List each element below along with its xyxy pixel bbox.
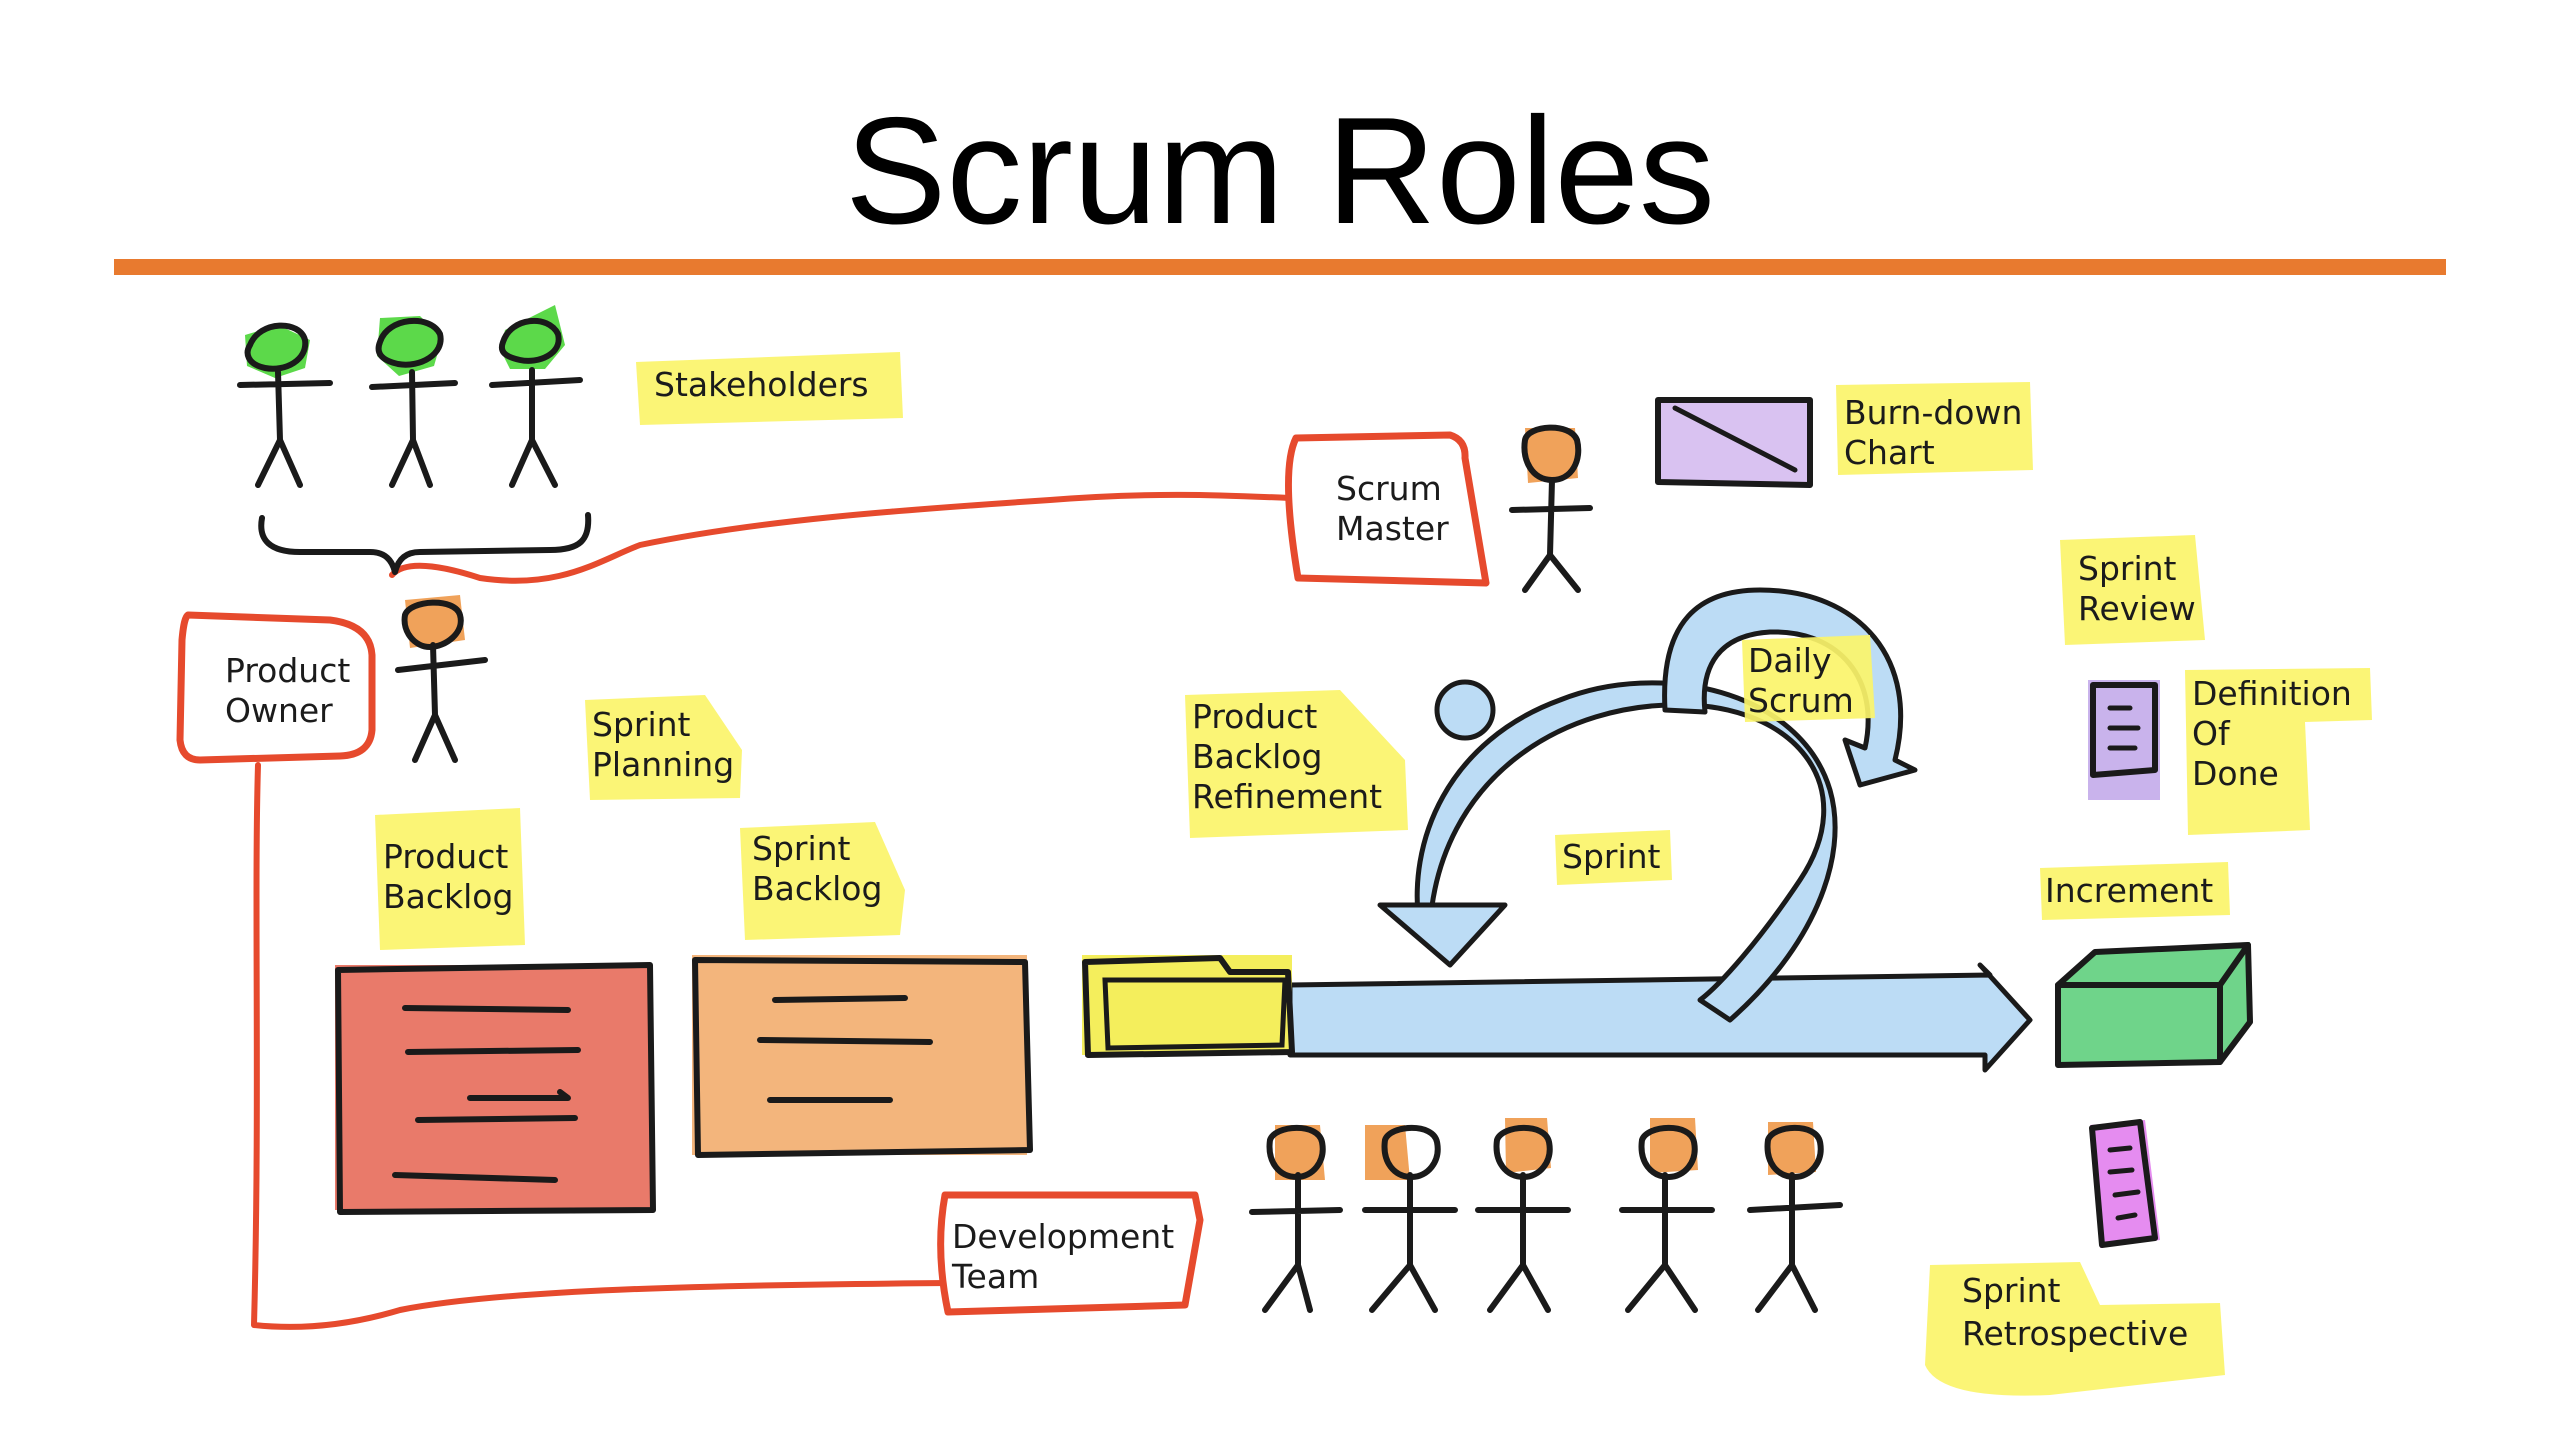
svg-text:Product: Product: [1192, 697, 1317, 736]
label-sprint: Sprint: [1555, 830, 1672, 885]
definition-of-done-icon: [2088, 680, 2160, 800]
page-title: Scrum Roles: [845, 86, 1715, 256]
svg-text:Product: Product: [383, 837, 508, 876]
stakeholders-brace: [258, 512, 592, 575]
product-owner-role: Product Owner: [176, 611, 376, 764]
team-member-figure: [1362, 1124, 1458, 1313]
svg-text:Review: Review: [2078, 589, 2196, 628]
svg-text:Backlog: Backlog: [383, 877, 513, 916]
connector-product-owner-to-team: [251, 762, 953, 1330]
svg-text:Increment: Increment: [2045, 871, 2213, 910]
svg-text:Sprint: Sprint: [2078, 549, 2177, 588]
stakeholder-figure: [489, 305, 583, 488]
svg-text:Product: Product: [225, 651, 350, 690]
svg-text:Team: Team: [951, 1257, 1039, 1296]
development-team-role: Development Team: [937, 1191, 1204, 1316]
development-team-members: [1249, 1118, 1843, 1313]
stakeholder-figure: [369, 316, 458, 488]
svg-text:Development: Development: [952, 1217, 1174, 1256]
svg-text:Burn-down: Burn-down: [1844, 393, 2022, 432]
retrospective-doc-icon: [2089, 1119, 2160, 1248]
stakeholders-group: [237, 305, 592, 575]
label-definition-of-done: Definition Of Done: [2185, 668, 2372, 835]
refinement-folder-icon: [1082, 955, 1295, 1058]
team-member-figure: [1619, 1118, 1715, 1313]
label-sprint-retrospective: Sprint Retrospective: [1925, 1262, 2225, 1396]
sprint-backlog-board: [692, 955, 1033, 1158]
label-sprint-backlog: Sprint Backlog: [740, 822, 905, 940]
increment-box-icon: [2055, 942, 2253, 1068]
label-increment: Increment: [2040, 862, 2230, 920]
svg-text:Chart: Chart: [1844, 433, 1935, 472]
svg-text:Done: Done: [2192, 754, 2279, 793]
burn-down-chart-icon: [1655, 397, 1813, 488]
label-daily-scrum: Daily Scrum: [1742, 635, 1875, 722]
label-burn-down-chart: Burn-down Chart: [1836, 382, 2033, 475]
team-member-figure: [1475, 1118, 1571, 1313]
svg-text:Sprint: Sprint: [1962, 1271, 2061, 1310]
label-stakeholders: Stakeholders: [636, 352, 903, 425]
label-product-backlog-refinement: Product Backlog Refinement: [1185, 690, 1408, 838]
title-divider: [114, 259, 2446, 275]
svg-text:Sprint: Sprint: [1562, 837, 1661, 876]
svg-text:Master: Master: [1336, 509, 1449, 548]
svg-text:Of: Of: [2192, 714, 2231, 753]
svg-text:Scrum: Scrum: [1748, 681, 1854, 720]
svg-text:Retrospective: Retrospective: [1962, 1314, 2188, 1353]
connector-stakeholders-to-scrum-master: [389, 491, 1293, 584]
svg-text:Stakeholders: Stakeholders: [654, 365, 869, 404]
svg-text:Refinement: Refinement: [1192, 777, 1382, 816]
svg-text:Daily: Daily: [1748, 641, 1832, 680]
stakeholder-figure: [237, 322, 333, 488]
sprint-cycle-arrow: [1287, 587, 2033, 1073]
svg-text:Sprint: Sprint: [592, 705, 691, 744]
product-backlog-board: [335, 962, 656, 1215]
svg-text:Sprint: Sprint: [752, 829, 851, 868]
svg-text:Backlog: Backlog: [752, 869, 882, 908]
team-member-figure: [1747, 1122, 1843, 1313]
team-member-figure: [1249, 1124, 1343, 1313]
label-sprint-review: Sprint Review: [2060, 535, 2205, 645]
svg-text:Backlog: Backlog: [1192, 737, 1322, 776]
product-owner-figure: [395, 595, 488, 763]
scrum-master-role: Scrum Master: [1285, 431, 1490, 587]
svg-text:Scrum: Scrum: [1336, 469, 1442, 508]
svg-text:Planning: Planning: [592, 745, 734, 784]
label-product-backlog: Product Backlog: [375, 808, 525, 950]
scrum-master-figure: [1509, 424, 1593, 593]
label-sprint-planning: Sprint Planning: [585, 695, 742, 800]
svg-text:Definition: Definition: [2192, 674, 2352, 713]
svg-text:Owner: Owner: [225, 691, 333, 730]
